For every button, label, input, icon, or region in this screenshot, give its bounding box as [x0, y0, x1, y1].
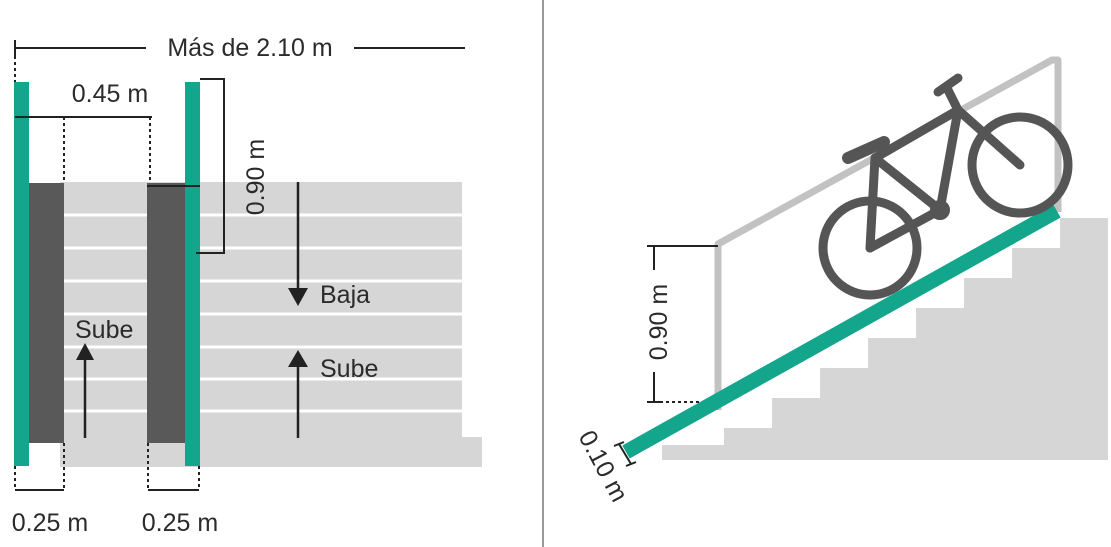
bicycle-icon — [818, 73, 1073, 300]
side-view: 0.90 m 0.10 m — [573, 56, 1108, 507]
side-rail-height-dimension: 0.90 m — [645, 245, 718, 403]
ramp-thickness-dimension: 0.10 m — [573, 426, 637, 507]
ramp-thickness-label: 0.10 m — [573, 426, 634, 507]
stairs-up-label: Sube — [320, 355, 378, 383]
staircase-profile — [662, 218, 1108, 460]
plan-view: Más de 2.10 m 0.45 m 0.90 m Sube Baja — [12, 34, 482, 537]
stairs-down-arrow: Baja — [288, 182, 370, 309]
side-rail-height-label: 0.90 m — [645, 284, 673, 360]
total-width-label: Más de 2.10 m — [167, 34, 332, 62]
ramp-left — [28, 183, 64, 443]
handrail-left — [14, 82, 29, 466]
stairs-up-arrow: Sube — [288, 350, 378, 438]
ramp-up-label: Sube — [75, 316, 133, 344]
ramp-width-left-label: 0.25 m — [12, 509, 88, 537]
stairs-block — [60, 182, 462, 437]
ramp-right — [147, 183, 185, 443]
ramp-width-left-dimension: 0.25 m — [12, 443, 88, 537]
rail-height-label: 0.90 m — [242, 139, 270, 215]
gap-label: 0.45 m — [72, 80, 148, 108]
ramp-side — [622, 204, 1061, 459]
total-width-dimension: Más de 2.10 m — [14, 34, 465, 82]
ramp-up-arrow: Sube — [75, 316, 133, 438]
handrail-side — [714, 56, 1062, 410]
handrail-right — [185, 82, 200, 466]
gap-dimension: 0.45 m — [15, 80, 152, 183]
stair-step-lines — [60, 213, 462, 413]
stairs-landing — [60, 437, 482, 467]
stairs-down-label: Baja — [320, 281, 370, 309]
rail-height-dimension: 0.90 m — [147, 78, 270, 254]
ramp-width-right-dimension: 0.25 m — [142, 443, 218, 537]
ramp-width-right-label: 0.25 m — [142, 509, 218, 537]
